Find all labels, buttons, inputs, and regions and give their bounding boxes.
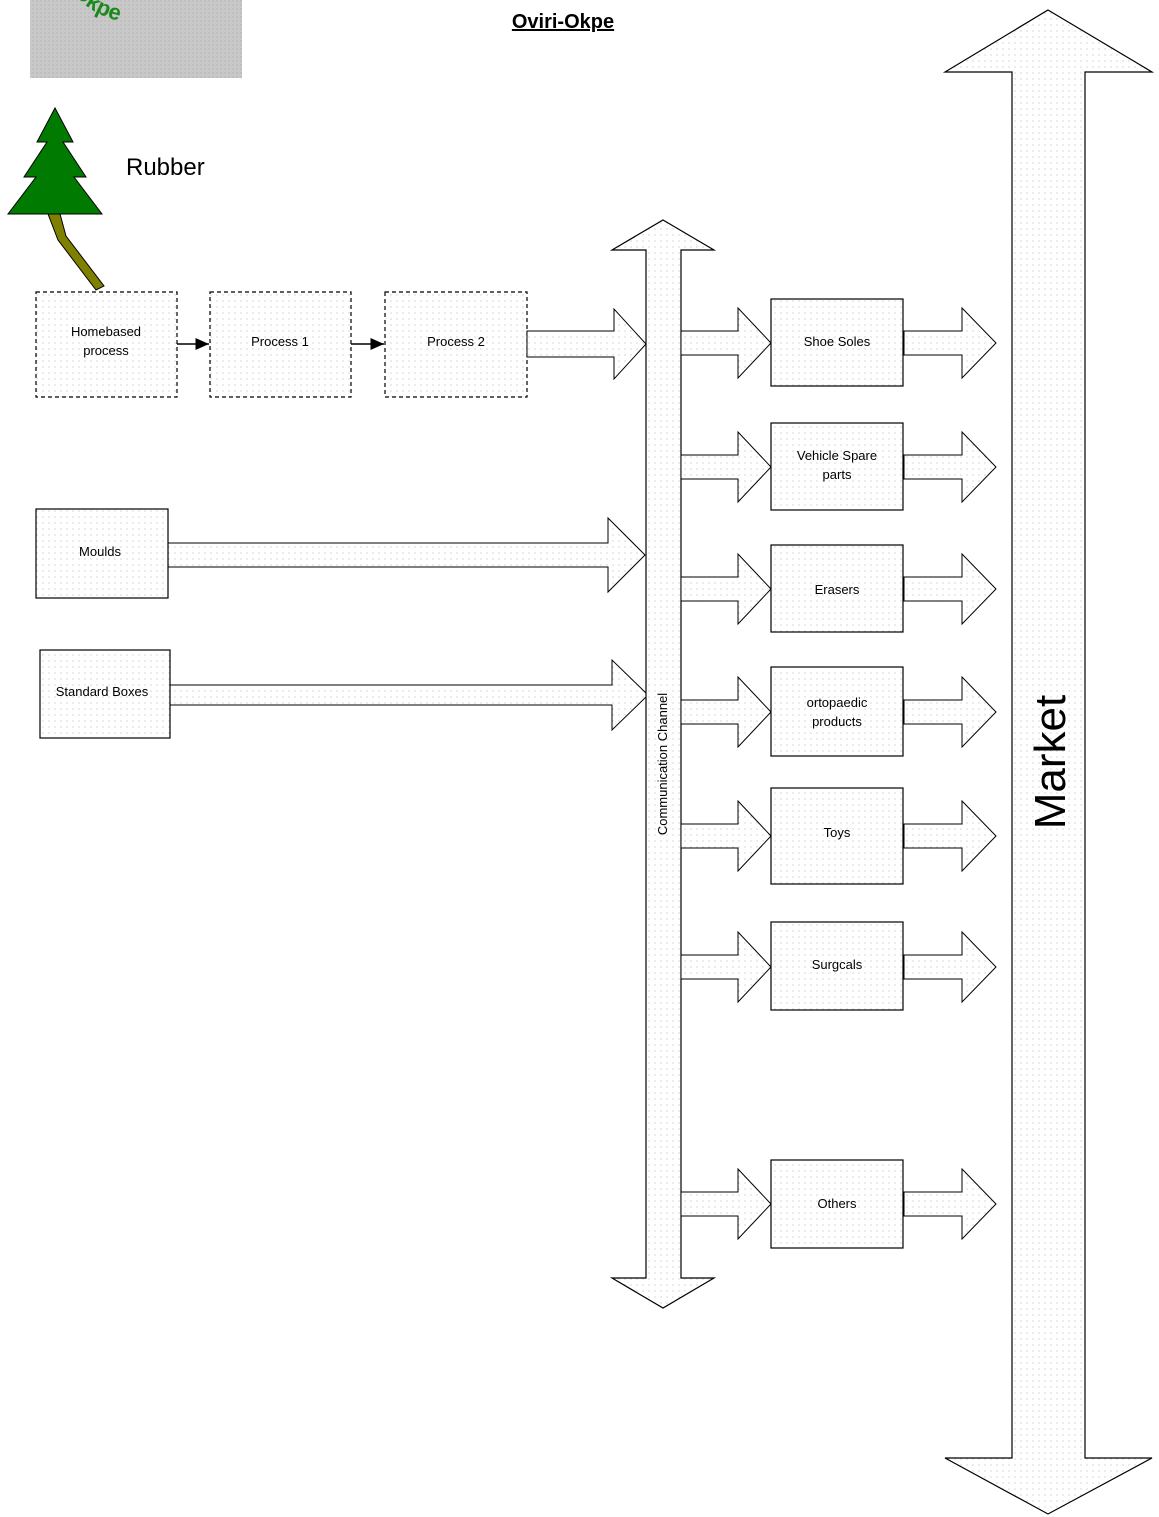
process-2-label: Process 2 xyxy=(427,334,485,349)
communication-channel-label: Communication Channel xyxy=(655,693,670,835)
vehicle-label-line1: Vehicle Spare xyxy=(797,448,877,463)
others-label: Others xyxy=(817,1196,857,1211)
tree-icon xyxy=(6,106,105,291)
product-others: Others xyxy=(770,1159,904,1249)
arrow-channel-to-shoe-soles xyxy=(680,306,772,380)
process-1-label: Process 1 xyxy=(251,334,309,349)
erasers-label: Erasers xyxy=(815,582,860,597)
arrow-channel-to-toys xyxy=(680,799,772,873)
arrow-channel-to-surgicals xyxy=(680,930,772,1004)
arrow-ortopaedic-to-market xyxy=(903,675,997,749)
moulds-box: Moulds xyxy=(35,508,169,599)
arrow-toys-to-market xyxy=(903,799,997,873)
standard-boxes-box: Standard Boxes xyxy=(39,649,171,739)
arrow-surgicals-to-market xyxy=(903,930,997,1004)
arrow-channel-to-erasers xyxy=(680,552,772,626)
homebased-label-line1: Homebased xyxy=(71,324,141,339)
standard-boxes-label: Standard Boxes xyxy=(56,684,149,699)
arrow-channel-to-others xyxy=(680,1167,772,1241)
process-2-box: Process 2 xyxy=(384,291,528,398)
product-erasers: Erasers xyxy=(770,544,904,633)
arrow-others-to-market xyxy=(903,1167,997,1241)
product-surgicals: Surgcals xyxy=(770,921,904,1011)
shoe-soles-label: Shoe Soles xyxy=(804,334,871,349)
arrow-vehicle-parts-to-market xyxy=(903,430,997,504)
arrow-moulds-to-channel xyxy=(167,516,646,594)
ortopaedic-label-line1: ortopaedic xyxy=(807,695,868,710)
surgicals-label: Surgcals xyxy=(812,957,863,972)
arrow-shoe-soles-to-market xyxy=(903,306,997,380)
arrow-boxes-to-channel xyxy=(169,658,649,732)
homebased-label-line2: process xyxy=(83,343,129,358)
moulds-label: Moulds xyxy=(79,544,121,559)
product-toys: Toys xyxy=(770,787,904,885)
logo: Oviri Okpe xyxy=(30,0,242,78)
logo-background xyxy=(30,0,242,78)
process-1-box: Process 1 xyxy=(209,291,352,398)
arrow-channel-to-ortopaedic xyxy=(680,675,772,749)
communication-channel-arrow xyxy=(609,219,717,1309)
toys-label: Toys xyxy=(824,825,851,840)
rubber-label: Rubber xyxy=(126,154,205,181)
homebased-process-box: Homebased process xyxy=(35,291,178,398)
vehicle-label-line2: parts xyxy=(823,467,852,482)
page-title: Oviri-Okpe xyxy=(512,11,614,33)
market-arrow xyxy=(942,9,1155,1515)
market-label: Market xyxy=(1026,695,1075,829)
product-shoe-soles: Shoe Soles xyxy=(770,298,904,387)
arrow-channel-to-vehicle-parts xyxy=(680,430,772,504)
arrow-erasers-to-market xyxy=(903,552,997,626)
arrow-process2-to-channel xyxy=(526,307,647,381)
product-vehicle-spare-parts: Vehicle Spare parts xyxy=(770,422,904,511)
ortopaedic-label-line2: products xyxy=(812,714,862,729)
product-ortopaedic: ortopaedic products xyxy=(770,666,904,757)
